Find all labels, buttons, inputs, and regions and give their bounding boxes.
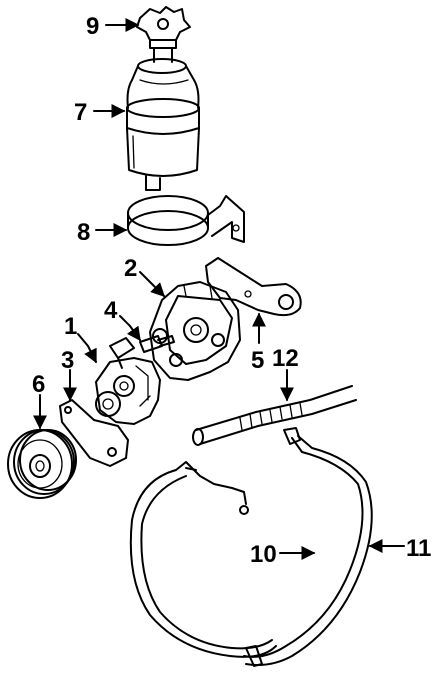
callout-return-hose: 12: [272, 345, 299, 372]
callout-pump: 1: [64, 313, 77, 340]
power-steering-pump: [95, 337, 161, 425]
fluid-reservoir: [126, 58, 200, 191]
pulley: [7, 429, 77, 499]
callout-hose-assembly: 11: [406, 535, 431, 562]
leader-2: [139, 271, 165, 297]
leader-1: [77, 333, 97, 364]
callout-pump-bracket: 3: [61, 347, 74, 374]
reservoir-cap: [136, 6, 191, 63]
callout-brace: 5: [251, 347, 264, 374]
hose-assembly: [243, 427, 373, 667]
brace: [205, 257, 302, 317]
callout-labels: 9 7 8 2 4 1 3 6 5 12 10 11: [32, 13, 431, 568]
pump-mount-bracket: [149, 281, 241, 381]
callout-mount-bolt: 4: [104, 297, 118, 324]
callout-pump-mount: 2: [124, 255, 137, 282]
reservoir-bracket: [127, 195, 245, 246]
mounting-bolt: [139, 335, 175, 353]
callout-pulley: 6: [32, 371, 45, 398]
callout-cap: 9: [86, 13, 99, 40]
leader-4: [119, 315, 141, 342]
return-hose: [192, 385, 357, 446]
pressure-hose: [129, 461, 277, 658]
leader-lines: [33, 18, 405, 560]
pump-bracket: [59, 399, 129, 467]
callout-reservoir-bracket: 8: [77, 219, 90, 246]
callout-reservoir: 7: [74, 99, 87, 126]
callout-pressure-hose: 10: [250, 541, 277, 568]
